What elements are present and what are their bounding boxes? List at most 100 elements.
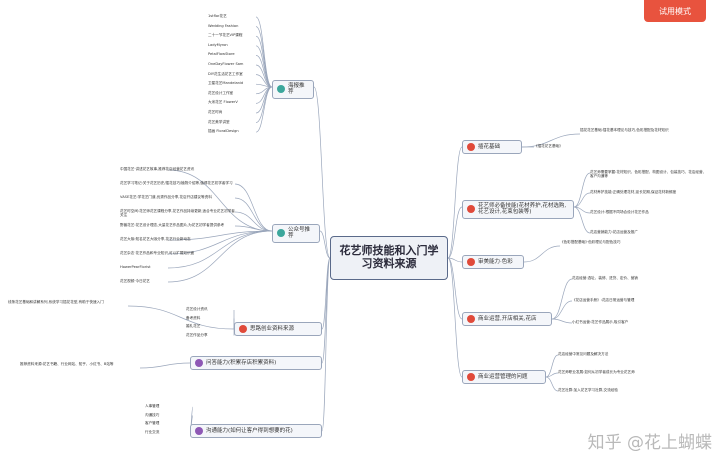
child-topic[interactable]: 花艺设计:根据不同场合设计花艺作品: [590, 210, 649, 214]
child-topic[interactable]: DIY花生活花艺工作室: [208, 71, 243, 76]
connector-line: [551, 318, 573, 324]
child-topic[interactable]: 花材养护技能:正确处理花材,延长花期,保证花材新鲜度: [590, 190, 677, 194]
child-topic[interactable]: VASE花艺:学花艺门道,优秀作品分享,花店开店建议等资料: [120, 195, 212, 199]
connector-line: [545, 376, 559, 392]
connector-line: [321, 257, 331, 432]
child-topic[interactable]: HowerPearFlorist: [120, 265, 151, 269]
branch-topic-label: 花艺师必备技能(花材养护,花材选购,花艺设计,花束包装等): [478, 203, 567, 216]
child-topic[interactable]: 花艺师职业发展:如何从初学者成长为专业花艺师: [558, 370, 635, 374]
connector-line: [234, 197, 273, 232]
connector-line: [255, 45, 273, 88]
child-topic[interactable]: 花艺大咖:知名花艺大咖分享,花艺行业新动态: [120, 237, 191, 241]
branch-marker-icon: [467, 205, 475, 214]
connector-line: [447, 146, 463, 259]
branch-topic[interactable]: 沟通能力(如何让客户得到想要的花): [190, 424, 322, 438]
child-topic[interactable]: 备考资料: [186, 315, 201, 320]
child-topic[interactable]: 大米花艺 FlowerV: [208, 100, 238, 105]
branch-topic-label: 沟通能力(如何让客户得到想要的花): [206, 427, 293, 434]
branch-topic[interactable]: 插花基础: [462, 140, 522, 154]
child-topic[interactable]: 花艺杂志·花艺作品和专业知识,可以扩展知识面: [120, 251, 195, 255]
connector-line: [255, 86, 273, 133]
connector-line: [523, 245, 561, 263]
connector-line: [521, 133, 581, 148]
branch-topic[interactable]: 问答能力(积累存店积累资料): [190, 356, 322, 370]
branch-topic[interactable]: 商业运营,开店相关,花店: [462, 312, 552, 326]
child-topic[interactable]: 花艺设计工作室: [208, 90, 234, 95]
child-topic[interactable]: 客户管理: [145, 421, 160, 426]
connector-line: [447, 257, 463, 320]
branch-topic-label: 公众号推荐: [288, 227, 311, 240]
child-topic[interactable]: 野兽花艺:花艺设计理念,大量花艺作品图片,为花艺初学者提供参考: [120, 223, 225, 227]
note-text[interactable]: 线条花艺基础和讲解系列,系统学习插花花型,有助于快速入门: [8, 300, 104, 304]
connector-line: [255, 55, 273, 88]
child-topic[interactable]: 花艺设计资讯: [186, 307, 208, 311]
child-topic[interactable]: 《插花花艺基础》: [534, 144, 563, 148]
child-topic[interactable]: 花艺时空间:花艺师花艺课程分享,花艺作品持续更新,适合专业花艺初学者关注: [120, 209, 235, 218]
child-topic[interactable]: 花艺视频·今日花艺: [120, 279, 150, 283]
connector-line: [551, 278, 573, 320]
connector-line: [319, 230, 331, 259]
branch-marker-icon: [239, 325, 247, 333]
connector-line: [127, 305, 235, 330]
child-topic[interactable]: LadyMyron: [208, 42, 228, 47]
child-topic[interactable]: OneDayFlower Sam: [208, 62, 244, 66]
watermark-text: 知乎 @花上蝴蝶: [587, 433, 712, 453]
connector-line: [447, 257, 463, 378]
connector-line: [167, 169, 273, 232]
connector-line: [545, 372, 559, 378]
branch-topic-label: 思路创业资料来源: [250, 325, 295, 332]
branch-marker-icon: [467, 143, 475, 151]
child-topic[interactable]: 二十一节花艺VIP课程: [208, 33, 243, 38]
child-topic[interactable]: 花店营销能力:花店运营及推广: [590, 230, 638, 234]
connector-line: [545, 354, 559, 378]
child-topic[interactable]: Wedding Fashion: [208, 23, 239, 28]
branch-topic-label: 商业运营,开店相关,花店: [478, 315, 537, 322]
branch-marker-icon: [467, 373, 475, 381]
note-text[interactable]: 推荐资料来源:花艺书籍、行业网站、知乎、小红书、B站等: [20, 362, 114, 366]
branch-topic[interactable]: 公众号推荐: [272, 224, 320, 243]
branch-topic[interactable]: 商业运营管理的问题: [462, 370, 546, 384]
connector-line: [313, 86, 331, 259]
note-text[interactable]: 插花花艺基础:插花基本理论与技巧,色彩搭配及花材知识: [580, 128, 669, 132]
connector-line: [167, 230, 273, 241]
child-topic[interactable]: PetalFlowStore: [208, 52, 235, 57]
child-topic[interactable]: 花店经营:选址、装修、进货、定价、营销: [572, 276, 638, 280]
root-topic-label: 花艺师技能和入门学习资料来源: [339, 244, 439, 270]
child-topic[interactable]: 花艺时尚: [208, 110, 223, 114]
connector-line: [447, 206, 463, 259]
branch-marker-icon: [277, 85, 285, 94]
child-topic[interactable]: 人事管理: [145, 404, 160, 408]
child-topic[interactable]: 花艺作品分享: [186, 332, 208, 337]
child-topic[interactable]: 中国花艺·讲述花艺故事,推荐花店经营花艺资讯: [120, 167, 195, 171]
connector-line: [573, 172, 591, 208]
child-topic[interactable]: 小红书运营:花艺作品展示,吸引客户: [572, 320, 629, 324]
trial-mode-badge[interactable]: 试用模式: [644, 0, 706, 22]
root-topic: 花艺师技能和入门学习资料来源: [330, 236, 448, 280]
child-topic[interactable]: 花艺美学讲堂: [208, 119, 230, 124]
child-topic[interactable]: 沟通技巧: [145, 412, 160, 417]
connector-line: [167, 230, 273, 283]
note-text[interactable]: 《色彩搭配基础》·色彩理论与配色技巧: [560, 240, 621, 244]
branch-topic[interactable]: 思路创业资料来源: [234, 322, 322, 336]
branch-topic[interactable]: 花艺师必备技能(花材养护,花材选购,花艺设计,花束包装等): [462, 200, 574, 219]
branch-topic[interactable]: 海报推荐: [272, 80, 314, 99]
child-topic[interactable]: 花艺社群:加入花艺学习社群,交流经验: [558, 388, 618, 392]
branch-marker-icon: [277, 229, 285, 238]
connector-line: [167, 230, 273, 255]
child-topic[interactable]: 插画 FloralDesign: [208, 129, 239, 134]
connector-line: [139, 362, 191, 369]
child-topic[interactable]: 花店经营中常见问题及解决方法: [558, 352, 609, 356]
child-topic[interactable]: 卫星花艺Mandelanid: [208, 81, 244, 86]
branch-topic-label: 审美能力·色彩: [478, 258, 513, 265]
connector-line: [551, 300, 573, 320]
child-topic[interactable]: 花艺师需要掌握:花材知识、色彩搭配、构图设计、包装技巧、花店经营、客户沟通等: [590, 170, 707, 179]
branch-topic[interactable]: 审美能力·色彩: [462, 255, 524, 269]
branch-topic-label: 海报推荐: [288, 83, 305, 96]
child-topic[interactable]: 行业交流: [145, 429, 160, 434]
child-topic[interactable]: 《花店运营手册》:花店日常运营与管理: [572, 298, 635, 302]
connector-line: [234, 211, 273, 232]
child-topic[interactable]: 花艺学习笔记:关于花艺历史/插花技巧/植物介绍等,值得花艺初学者学习: [120, 181, 233, 185]
child-topic[interactable]: 婚礼花艺: [186, 324, 201, 328]
child-topic[interactable]: 1stflor花艺: [208, 14, 227, 18]
